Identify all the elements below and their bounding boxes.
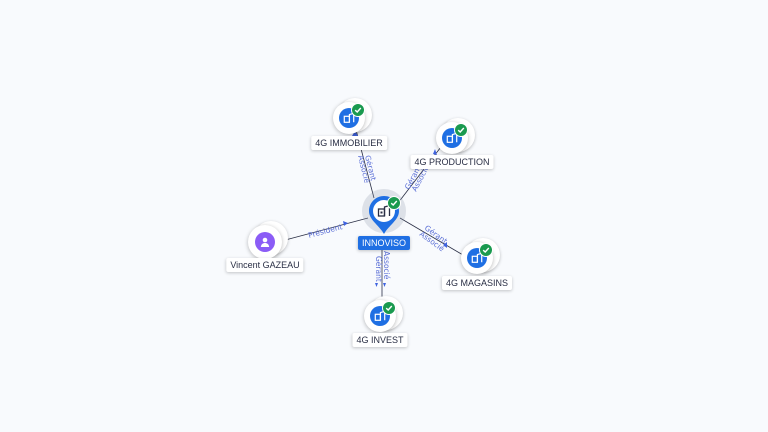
arrow-4g-invest-right xyxy=(383,283,386,287)
verified-check-icon xyxy=(382,301,396,315)
verified-check-icon xyxy=(454,123,468,137)
node-label-4g-immobilier[interactable]: 4G IMMOBILIER xyxy=(311,136,387,150)
arrow-4g-magasins xyxy=(443,242,447,248)
edge-label-4g-invest-2: Associé xyxy=(382,251,391,280)
verified-check-icon xyxy=(351,103,365,117)
edge-vincent-gazeau xyxy=(273,217,369,244)
verified-check-icon xyxy=(479,243,493,257)
node-label-vincent-gazeau[interactable]: Vincent GAZEAU xyxy=(226,258,304,272)
node-label-4g-production[interactable]: 4G PRODUCTION xyxy=(410,155,494,169)
edge-label-4g-invest-1: Gérant xyxy=(374,256,383,282)
edge-4g-production xyxy=(397,142,445,204)
arrow-vincent-gazeau xyxy=(343,221,348,226)
node-label-4g-invest[interactable]: 4G INVEST xyxy=(352,333,408,347)
arrow-4g-immobilier xyxy=(352,131,358,136)
arrow-4g-invest-left xyxy=(375,283,378,287)
node-icon-bg xyxy=(255,232,275,252)
person-icon xyxy=(260,237,270,247)
node-label-4g-magasins[interactable]: 4G MAGASINS xyxy=(441,276,513,290)
center-node-label[interactable]: INNOVISO xyxy=(357,236,411,250)
edge-label-vincent-gazeau: Président xyxy=(307,222,343,240)
node-circle xyxy=(248,225,282,259)
edge-4g-magasins xyxy=(399,217,464,256)
verified-check-icon xyxy=(387,196,401,210)
arrow-4g-production xyxy=(433,149,437,155)
center-node-innoviso[interactable] xyxy=(362,189,406,235)
